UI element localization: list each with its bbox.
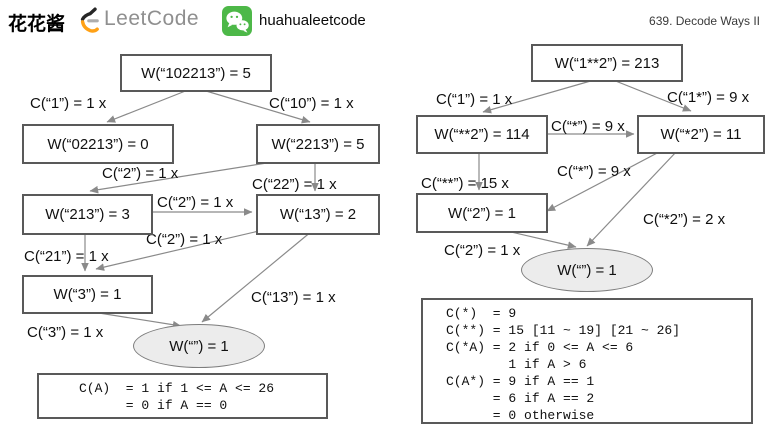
formula-line: C(A*) = 9 if A == 1: [446, 374, 595, 389]
node-w-1ss2: W(“1**2”) = 213: [531, 44, 683, 82]
edge-label-r-cs-h: C(“*”) = 9 x: [551, 118, 625, 135]
node-w-13: W(“13”) = 2: [256, 194, 380, 235]
formula-box-left: C(A) = 1 if 1 <= A <= 26 = 0 if A == 0: [37, 373, 328, 419]
edge-l-13-empty: [201, 230, 313, 323]
edge-label-c3: C(“3”) = 1 x: [27, 324, 104, 341]
node-w-ss2: W(“**2”) = 114: [416, 115, 548, 154]
wechat-icon: [222, 6, 252, 36]
formula-box-right: C(*) = 9 C(**) = 15 [11 ~ 19] [21 ~ 26] …: [421, 298, 753, 424]
formula-line: C(*A) = 2 if 0 <= A <= 6: [446, 340, 634, 355]
edge-label-r-c1: C(“1”) = 1 x: [436, 91, 513, 108]
leetcode-icon: [80, 7, 99, 33]
formula-line: 1 if A > 6: [446, 357, 587, 372]
edge-label-c22: C(“22”) = 1 x: [252, 176, 337, 193]
edge-l-root-02213: [106, 87, 194, 123]
node-w-213: W(“213”) = 3: [22, 194, 153, 235]
edge-l-root-2213: [195, 87, 311, 124]
formula-line: C(A) = 1 if 1 <= A <= 26: [79, 381, 275, 396]
edge-l-13-3: [95, 230, 260, 271]
edge-label-c2-c: C(“2”) = 1 x: [146, 231, 223, 248]
brand-huahuajiang: 花花酱: [8, 14, 66, 35]
wechat-handle: huahualeetcode: [259, 12, 366, 29]
edge-label-r-css: C(“**”) = 15 x: [421, 175, 509, 192]
node-w-empty-left: W(“”) = 1: [133, 324, 265, 368]
slide-title: 639. Decode Ways II: [649, 14, 760, 28]
node-w-3: W(“3”) = 1: [22, 275, 153, 314]
formula-line: C(*) = 9: [446, 306, 517, 321]
node-w-s2: W(“*2”) = 11: [637, 115, 765, 154]
edge-label-c13: C(“13”) = 1 x: [251, 289, 336, 306]
formula-line: = 6 if A == 2: [446, 391, 595, 406]
node-w-2: W(“2”) = 1: [416, 193, 548, 233]
edge-r-root-ss2: [482, 77, 602, 114]
edge-label-r-cs2: C(“*2”) = 2 x: [643, 211, 726, 228]
formula-line: C(**) = 15 [11 ~ 19] [21 ~ 26]: [446, 323, 681, 338]
edge-r-s2-2: [546, 150, 662, 212]
node-w-102213: W(“102213”) = 5: [120, 54, 272, 92]
edge-label-r-c1s: C(“1*”) = 9 x: [667, 89, 750, 106]
edge-label-c21: C(“21”) = 1 x: [24, 248, 109, 265]
edge-l-2213-213: [89, 158, 293, 194]
node-w-empty-right: W(“”) = 1: [521, 248, 653, 292]
edge-label-c1: C(“1”) = 1 x: [30, 95, 107, 112]
edge-r-s2-empty: [586, 150, 678, 247]
edge-r-root-s2: [607, 77, 692, 112]
node-w-2213: W(“2213”) = 5: [256, 124, 380, 164]
node-w-02213: W(“02213”) = 0: [22, 124, 174, 164]
edge-label-c2-b: C(“2”) = 1 x: [157, 194, 234, 211]
formula-line: = 0 if A == 0: [79, 398, 228, 413]
edge-label-r-cs2nd: C(“*”) = 9 x: [557, 163, 631, 180]
edge-label-c2-a: C(“2”) = 1 x: [102, 165, 179, 182]
edge-label-r-c2: C(“2”) = 1 x: [444, 242, 521, 259]
leetcode-wordmark: LeetCode: [104, 7, 200, 30]
formula-line: = 0 otherwise: [446, 408, 595, 423]
edge-label-c10: C(“10”) = 1 x: [269, 95, 354, 112]
